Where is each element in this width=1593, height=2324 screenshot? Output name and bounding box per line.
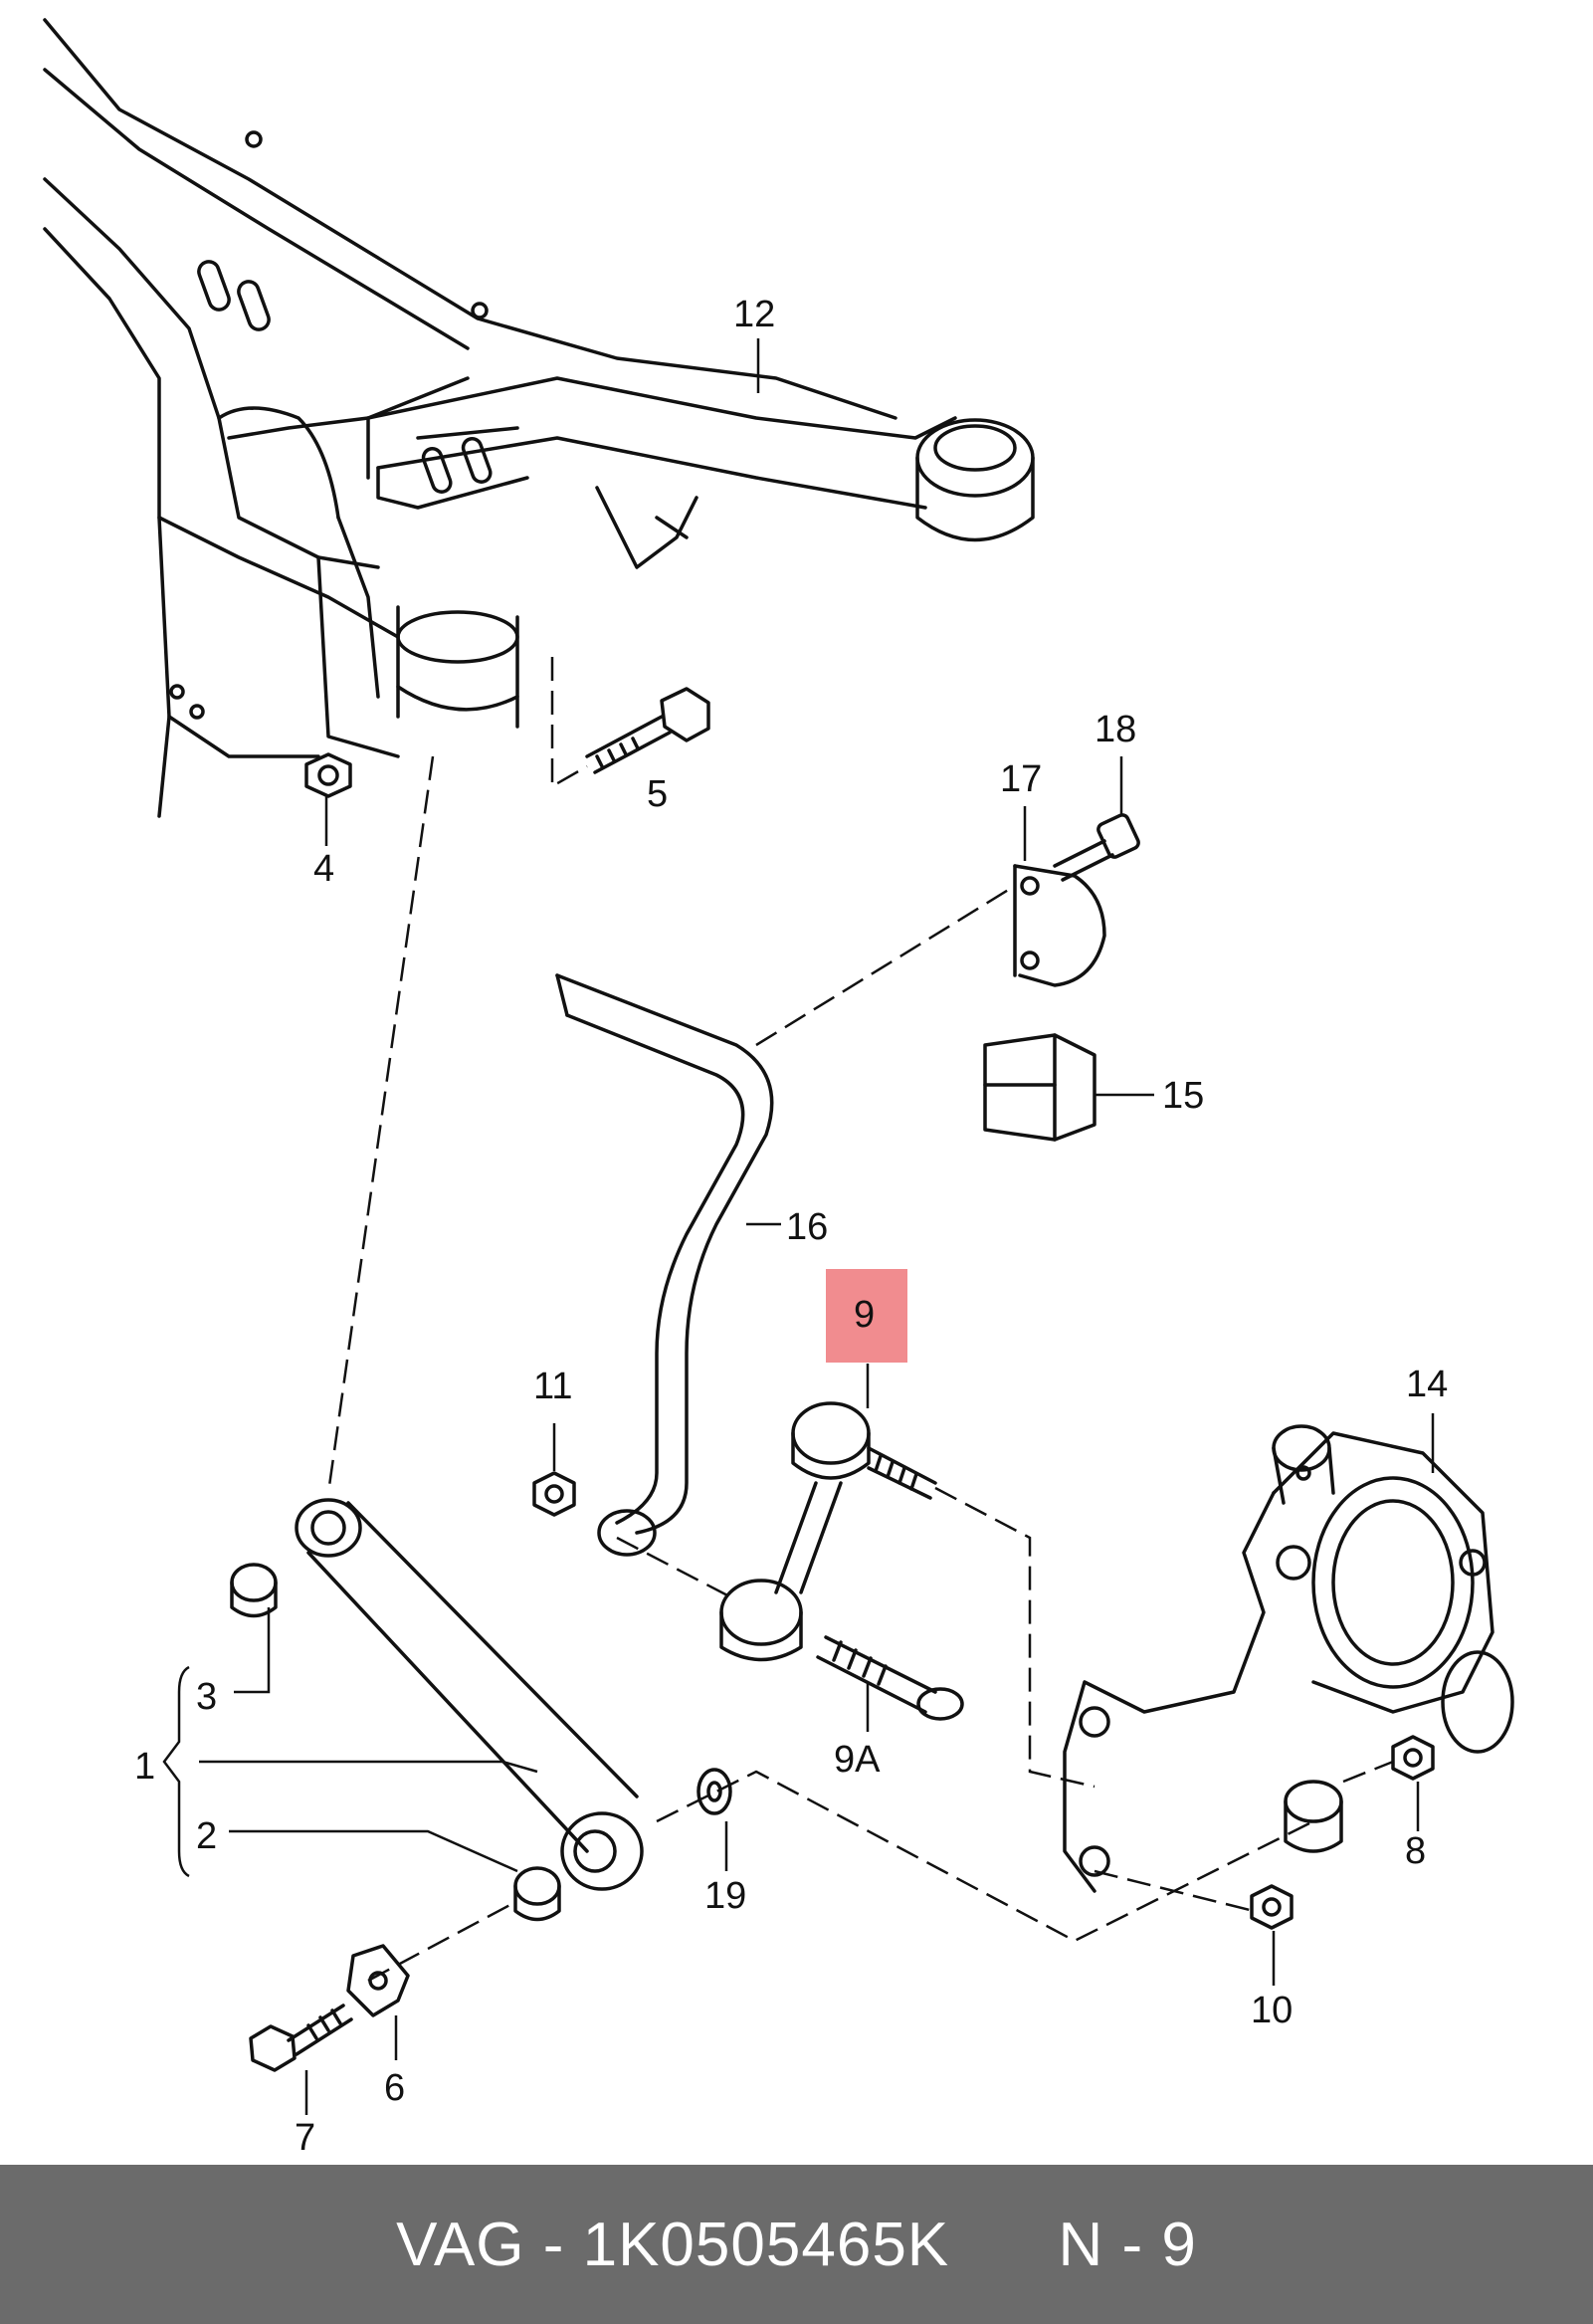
callout-9: 9 [854,1294,875,1336]
callout-3: 3 [196,1676,217,1718]
leader-lines [162,338,1435,2115]
transverse-link-1 [295,1498,644,1891]
nut-4 [304,752,352,798]
callouts: 12 5 4 18 17 15 16 9 11 14 9A 3 1 2 8 19… [134,294,1448,2159]
bolt-7 [249,2004,353,2072]
part-number: 1K0505465K [582,2210,950,2279]
callout-4: 4 [313,848,334,890]
clamp-bracket-17 [1013,864,1106,987]
callout-16: 16 [786,1206,828,1248]
eccentric-washer-6 [346,1944,410,2017]
callout-8: 8 [1405,1830,1426,1872]
nut-11 [532,1471,576,1517]
callout-1: 1 [134,1746,155,1788]
callout-10: 10 [1251,1990,1293,2031]
washer-19 [697,1768,732,1815]
bolt-9a [816,1635,964,1721]
nut-8 [1391,1735,1435,1781]
bushing-15 [983,1033,1096,1142]
gap [949,2210,1058,2280]
callout-14: 14 [1406,1364,1448,1405]
bolt-18 [1053,813,1140,882]
callout-11: 11 [533,1366,572,1407]
callout-9a: 9A [834,1739,881,1781]
callout-6: 6 [384,2067,405,2109]
bushing-2 [513,1866,561,1922]
part-number-footer: VAG - 1K0505465K N - 9 [0,2165,1593,2324]
callout-19: 19 [704,1875,746,1917]
callout-15: 15 [1162,1075,1204,1117]
subframe-bushing-mount [396,605,519,729]
coupling-rod-9 [719,1401,937,1662]
nut-10 [1250,1884,1294,1930]
callout-7: 7 [295,2117,315,2159]
brand-separator: - [542,2210,565,2279]
highlight-box [826,1269,907,1363]
trailing-arm-12 [366,376,1035,569]
separator [564,2210,582,2280]
exploded-parts-diagram: 12 5 4 18 17 15 16 9 11 14 9A 3 1 2 8 19… [43,18,1514,2159]
position-label: N - 9 [1058,2210,1197,2279]
assembly-lines [326,657,1394,1983]
stabilizer-bar-16 [555,973,774,1557]
brand-label: VAG [396,2210,525,2279]
callout-12: 12 [733,294,775,335]
subframe [43,18,897,818]
bushing-3 [230,1563,278,1618]
callout-5: 5 [647,773,668,815]
callout-18: 18 [1095,709,1136,750]
callout-2: 2 [196,1815,217,1857]
callout-17: 17 [1000,758,1042,800]
separator [524,2210,542,2280]
wheel-bearing-housing-14 [1063,1424,1514,1893]
bolt-5 [585,687,710,774]
